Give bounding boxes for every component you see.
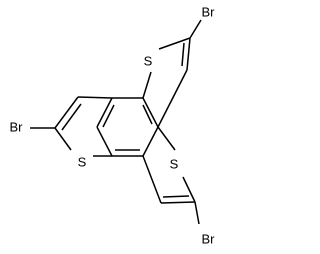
benzene-ring [96, 97, 159, 157]
sulfur-right-label: S [170, 156, 179, 171]
double-bond-c-ch-top [181, 42, 185, 67]
bond-ch-c-left [54, 96, 79, 129]
bond-ch-c2-top [157, 69, 188, 128]
bond-c6-s-top [142, 71, 152, 99]
double-bond-c5-c6 [102, 104, 115, 128]
bond-s-c-right [182, 176, 196, 203]
bromine-left-label: Br [10, 119, 24, 134]
bond-c2-s-right [157, 126, 176, 151]
bond-ch-c3-right [142, 155, 162, 204]
sulfur-left-label: S [78, 154, 87, 169]
bond-c-br-right [194, 201, 200, 225]
bond-s-top-c [158, 37, 191, 50]
bond-c4-c5 [96, 126, 113, 157]
thiophene-ring-top [142, 19, 202, 128]
thiophene-ring-left [30, 96, 113, 157]
sulfur-top-label: S [144, 53, 153, 68]
double-bond-ch-c-left [61, 103, 82, 131]
double-bond-c1-c2 [142, 104, 153, 125]
bond-c2-c3 [142, 126, 159, 157]
bromine-bottom-right-label: Br [202, 231, 216, 246]
benzotrithiophene-structure: S Br Br S S Br [10, 4, 216, 246]
bond-c-ch-top [186, 37, 191, 71]
bromine-top-right-label: Br [202, 4, 216, 19]
bond-c1-c2 [142, 97, 159, 128]
bond-c5-c6 [96, 97, 113, 128]
bond-c-ch-right [160, 201, 196, 204]
thiophene-ring-bottom-right [142, 126, 200, 225]
bond-c-s-left [54, 127, 72, 151]
bond-c6-ch-left [77, 96, 113, 99]
bond-c-br-top [189, 19, 202, 39]
double-bond-c-ch-right [162, 195, 190, 198]
